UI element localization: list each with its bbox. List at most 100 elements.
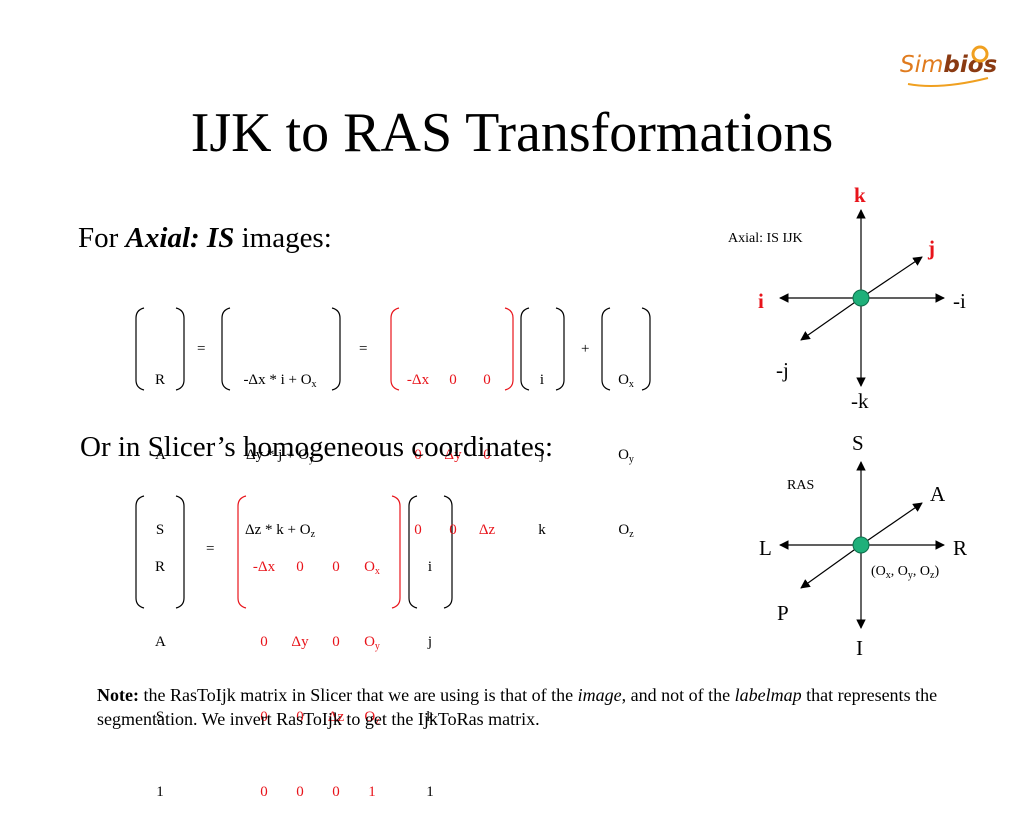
red-matrix-brackets-1 [390,307,514,391]
middle-row-3: Δz * k + Oz [230,518,330,543]
ijk-k-label: k [854,183,866,207]
ras-p-label: P [777,601,789,625]
scale-matrix: -Δx 0 0 0 Δy 0 0 0 Δz [400,318,504,568]
ijk-j-label: j [928,236,935,260]
offset-x-o: O [618,372,629,388]
scale-cell: Δy [444,447,462,463]
scale-cell: Δz [478,522,496,538]
hom-cell-o: O [364,559,375,575]
ras-origin-label: (Ox, Oy, Oz) [871,564,940,581]
scale-row-1: -Δx 0 0 [400,368,504,393]
offset-x: Ox [614,368,638,393]
scale-cell: 0 [483,447,491,463]
hom-row-4: 0 0 0 1 [246,780,390,805]
middle-row-1-text: -Δx * i + O [243,372,312,388]
note-text-3: that represents the segmentation. We inv… [97,685,938,729]
note-emph-image: image [577,685,622,705]
ijk-neg-j-axis [800,297,862,341]
offset-y-sub: y [628,454,634,465]
ijk-i-label: i [758,289,764,313]
note-text-1: the RasToIjk matrix in Slicer that we ar… [138,685,578,705]
offset-z: Oz [614,518,638,543]
middle-row-2-sub: y [309,454,315,465]
origin-sub-y: y [907,570,913,581]
ijk1-vector: i j k 1 [424,505,436,830]
hom-cell-sub: y [374,641,380,652]
hom-cell: 0 [332,634,340,650]
equals-3: = [206,541,215,557]
hom-cell-sub: x [374,566,380,577]
ijk-j-axis [860,256,923,299]
hom-row-1: -Δx 0 0 Ox [246,555,390,580]
logo-text: Simbios [900,50,997,80]
hom-cell-sub: z [375,716,380,727]
hom-row-3: 0 0 Δz Oz [246,705,390,730]
ras-s-label: S [852,431,864,455]
ras-a-label: A [930,482,946,506]
ras-axes [779,461,945,629]
axial-heading: For Axial: IS images: [78,221,332,255]
middle-row-3-text: Δz * k + O [244,522,311,538]
ijk1-i: i [427,559,433,575]
origin-sub-z: z [930,570,935,581]
middle-row-2-text: Δy * j + O [245,447,310,463]
hom-cell: 0 [296,784,304,800]
ijk-i: i [539,372,545,388]
scale-cell: -Δx [406,372,430,388]
ras-i-label: I [856,636,863,660]
homogeneous-matrix: -Δx 0 0 Ox 0 Δy 0 Oy 0 0 Δz Oz 0 0 0 1 [246,505,390,830]
diagram-canvas [135,209,945,629]
ijk-origin [852,289,870,307]
hom-cell: 0 [260,709,268,725]
lhs2-a: A [155,634,166,650]
origin-suffix: ) [934,564,940,579]
origin-sub-x: x [885,570,891,581]
lhs-vector-1: R A S [155,318,166,568]
offset-x-sub: x [628,379,634,390]
lhs-vector-2: R A S 1 [155,505,166,830]
ijk-diagram-label: Axial: IS IJK [728,231,803,246]
lhs2-s: S [155,709,165,725]
middle-vector: -Δx * i + Ox Δy * j + Oy Δz * k + Oz [230,318,330,568]
ijk-neg-j-label: -j [776,358,789,382]
ijk-k: k [538,522,546,538]
middle-row-2: Δy * j + Oy [230,443,330,468]
simbios-logo: Simbios [900,40,997,90]
homogeneous-heading: Or in Slicer’s homogeneous coordinates: [80,431,554,463]
note-emph-labelmap: labelmap [734,685,802,705]
ras-l-label: L [759,536,772,560]
scale-cell: 0 [449,372,457,388]
hom-cell: Oz [354,705,390,730]
scale-row-3: 0 0 Δz [400,518,504,543]
hom-cell: 0 [260,634,268,650]
ijk-axes [779,209,945,387]
middle-row-1: -Δx * i + Ox [230,368,330,393]
ijk1-k: k [426,709,434,725]
hom-cell: Δz [327,709,345,725]
origin-sep-2: , O [912,564,931,579]
lhs-s: S [155,522,165,538]
lhs2-r: R [155,559,166,575]
scale-cell: 0 [414,447,422,463]
offset-z-sub: z [629,529,634,540]
scale-cell: 0 [414,522,422,538]
ras-r-label: R [953,536,968,560]
offset-y-o: O [618,447,629,463]
hom-cell: 1 [368,784,376,800]
hom-cell: Oy [354,630,390,655]
ijk-j: j [539,447,545,463]
offset-y: Oy [614,443,638,468]
hom-cell: -Δx [252,559,276,575]
hom-row-2: 0 Δy 0 Oy [246,630,390,655]
ijk-vector: i j k [536,318,548,568]
middle-row-3-sub: z [310,529,316,540]
note-paragraph: Note: the RasToIjk matrix in Slicer that… [97,683,1002,731]
ras-a-axis [860,502,923,546]
ijk-neg-i-label: -i [953,289,966,313]
hom-cell: 0 [296,709,304,725]
logo-prefix: Sim [900,52,944,78]
red-matrix-brackets-2 [237,495,401,609]
note-label: Note: [97,685,139,705]
ijk1-j: j [427,634,433,650]
ras-origin [852,536,870,554]
